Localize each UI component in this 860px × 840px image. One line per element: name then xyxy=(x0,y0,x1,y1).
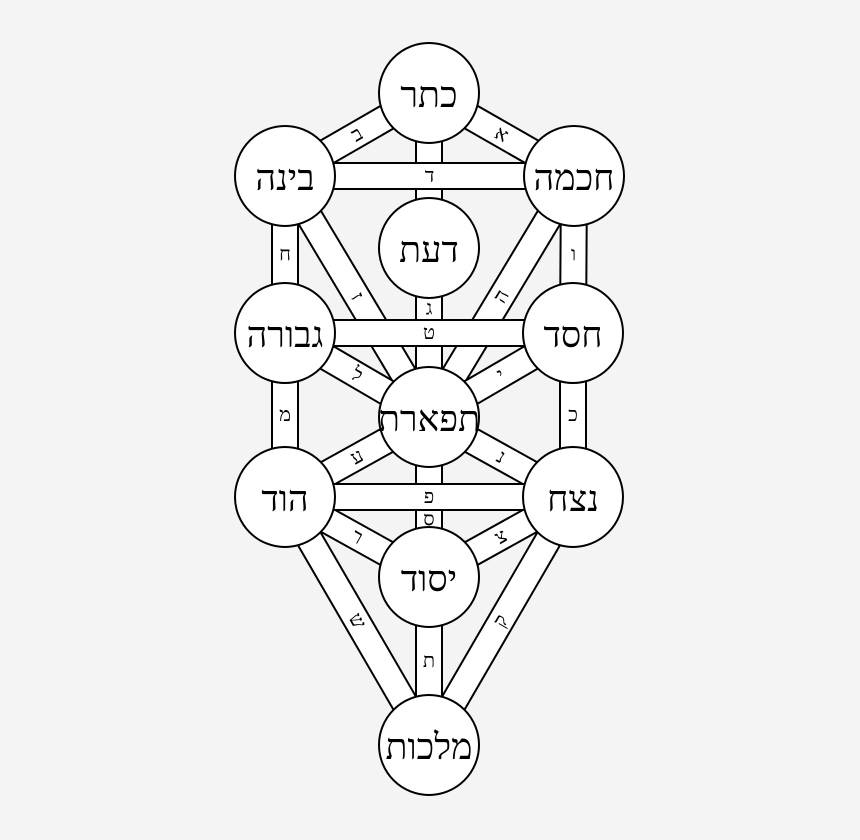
path-letter: כ xyxy=(568,404,578,426)
sefirah-circle xyxy=(378,197,480,299)
path-letter: ו xyxy=(571,244,576,266)
path-letter: מ xyxy=(279,404,291,426)
sefirah-circle xyxy=(378,366,480,468)
path-letter: ס xyxy=(423,508,434,530)
sefirah-tiferet: תפארת xyxy=(378,366,480,468)
sefirot: כתרחכמהבינהדעתחסדגבורהתפארתנצחהודיסודמלכ… xyxy=(234,42,625,796)
path-letter: ח xyxy=(279,244,291,266)
path-letter: ג xyxy=(426,297,433,319)
sefirah-chesed: חסד xyxy=(522,282,624,384)
sefirah-binah: בינה xyxy=(234,125,336,227)
sefirah-circle xyxy=(378,42,480,144)
sefirah-name: כתר xyxy=(400,75,457,115)
sefirah-name: חכמה xyxy=(534,158,615,198)
path-letter: ת xyxy=(423,650,435,672)
sefirah-circle xyxy=(234,446,336,548)
sefirah-name: מלכות xyxy=(386,727,473,767)
sefirah-netzach: נצח xyxy=(522,446,624,548)
path-letter: ט xyxy=(423,322,435,344)
sefirah-yesod: יסוד xyxy=(378,526,480,628)
sefirah-circle xyxy=(234,282,336,384)
sefirah-malkhut: מלכות xyxy=(378,694,480,796)
sefirah-daat: דעת xyxy=(378,197,480,299)
sefirah-name: חסד xyxy=(543,315,602,355)
sefirah-hod: הוד xyxy=(234,446,336,548)
sefirah-circle xyxy=(523,125,625,227)
path-letter: פ xyxy=(424,486,434,508)
sefirah-name: נצח xyxy=(547,479,599,519)
sefirah-circle xyxy=(234,125,336,227)
sefirah-circle xyxy=(378,526,480,628)
sefirah-chokhmah: חכמה xyxy=(523,125,625,227)
sefirah-circle xyxy=(378,694,480,796)
sefirah-name: בינה xyxy=(255,158,314,198)
sefirah-name: גבורה xyxy=(247,315,324,355)
sefirah-name: הוד xyxy=(261,479,308,519)
sefirah-name: דעת xyxy=(399,230,459,270)
sefirah-circle xyxy=(522,446,624,548)
sefirah-gevurah: גבורה xyxy=(234,282,336,384)
path-letter: ד xyxy=(425,165,435,187)
sefirah-name: תפארת xyxy=(378,399,480,439)
sefirah-circle xyxy=(522,282,624,384)
sefirah-keter: כתר xyxy=(378,42,480,144)
sefirah-name: יסוד xyxy=(401,559,457,599)
